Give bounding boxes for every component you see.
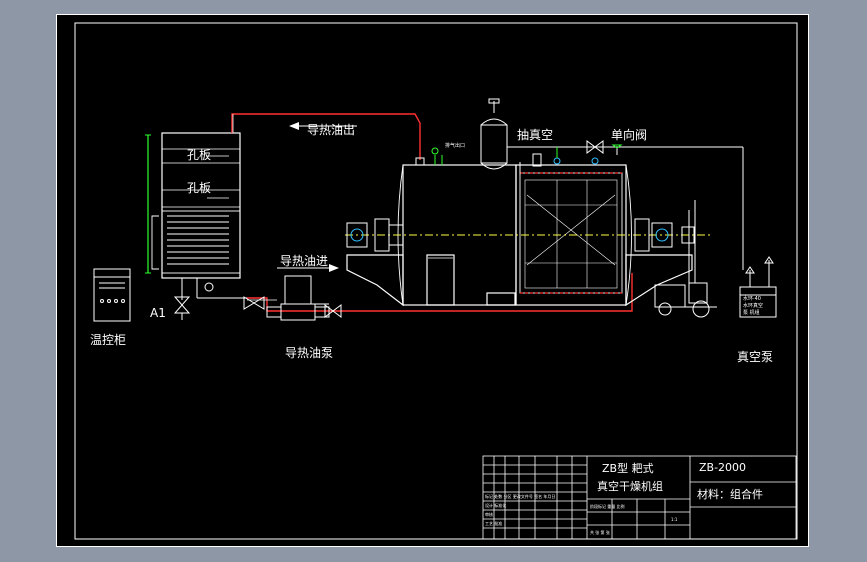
label-vacuum-pump: 真空泵 <box>737 350 773 364</box>
vacuum-gauge <box>553 147 599 165</box>
inner-frame <box>74 22 798 540</box>
label-temperature-control-cabinet: 温控柜 <box>90 333 126 347</box>
title-block-cell-revision: 标记 处数 分区 更改文件号 签名 年月日 <box>485 493 555 499</box>
vacuum-pump-unit <box>739 256 777 318</box>
title-block-cell-design: 设计 标准化 <box>485 502 506 508</box>
vacuum-pump-text-1: 水环·40 <box>743 295 761 302</box>
temperature-control-cabinet <box>93 268 131 322</box>
label-perforated-plate-2: 孔板 <box>187 181 211 195</box>
title-block-cell-process: 工艺 批准 <box>485 520 502 526</box>
title-product-line2: 真空干燥机组 <box>597 479 663 493</box>
heating-jacket <box>520 172 622 294</box>
label-vent-port: 排气出口 <box>445 142 465 149</box>
label-thermal-oil-out: 导热油出 <box>307 123 355 137</box>
title-drawing-number: ZB-2000 <box>699 461 746 474</box>
label-check-valve: 单向阀 <box>611 127 647 142</box>
flow-arrow-oil-in <box>277 264 339 272</box>
thermal-oil-piping <box>231 113 633 312</box>
title-block-cell-check: 审核 <box>485 511 493 517</box>
title-block <box>482 455 797 540</box>
label-thermal-oil-pump: 导热油泵 <box>285 346 333 360</box>
tag-a1: A1 <box>150 306 166 320</box>
vacuum-dryer-vessel <box>346 164 693 307</box>
label-vacuum-extraction: 抽真空 <box>517 128 553 142</box>
equipment-schematic: 孔板 孔板 A1 温控柜 导热油出 导热 <box>74 22 798 540</box>
flow-arrow-oil-out <box>289 122 357 130</box>
gearbox-motor <box>654 200 717 318</box>
vapor-dome <box>480 98 508 170</box>
title-block-cell-stage: 阶段标记 重量 比例 <box>590 503 625 509</box>
shaft-bearings <box>346 218 695 252</box>
label-perforated-plate-1: 孔板 <box>187 148 211 162</box>
thermal-oil-pump <box>243 275 342 321</box>
thermal-oil-heater <box>145 132 241 279</box>
vacuum-pump-text-2: 水环真空 <box>743 302 763 309</box>
top-instruments <box>415 147 443 166</box>
tank-outlet-valve <box>173 278 247 320</box>
title-material: 材料：组合件 <box>697 487 763 501</box>
heating-coil <box>151 210 241 274</box>
title-product-line1: ZB型 耙式 <box>602 461 654 475</box>
drawing-sheet: 孔板 孔板 A1 温控柜 导热油出 导热 <box>56 14 809 547</box>
vacuum-pump-text-3: 泵 机组 <box>743 309 760 316</box>
title-scale: 1:1 <box>671 517 678 522</box>
vacuum-line <box>507 140 744 270</box>
label-thermal-oil-in: 导热油进 <box>280 254 328 268</box>
title-block-cell-sheets: 共 张 第 张 <box>590 529 610 535</box>
